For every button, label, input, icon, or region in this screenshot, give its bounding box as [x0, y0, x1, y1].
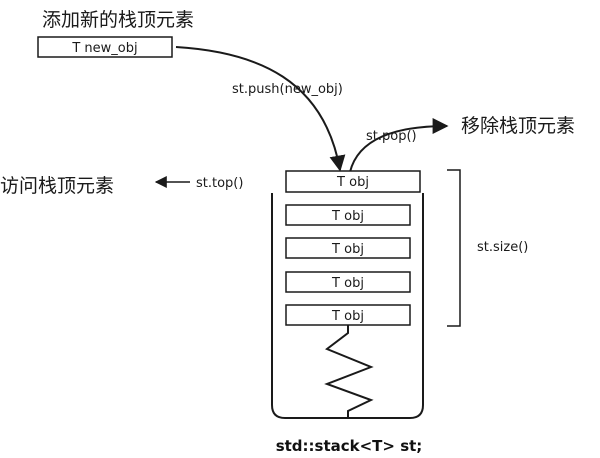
declaration-caption: std::stack<T> st; — [276, 437, 423, 455]
spring-zigzag — [324, 325, 374, 418]
stack-item-label: T obj — [331, 242, 364, 257]
stack-item-box — [285, 271, 411, 293]
top-label: st.top() — [196, 176, 243, 191]
stack-item: T obj — [285, 170, 421, 193]
remove-title: 移除栈顶元素 — [461, 115, 575, 137]
access-title: 访问栈顶元素 — [0, 175, 114, 197]
stack-item-label: T obj — [331, 209, 364, 224]
stack-item: T obj — [285, 304, 411, 326]
stack-item-label: T obj — [331, 276, 364, 291]
push-label: st.push(new_obj) — [232, 82, 343, 97]
stack-item: T obj — [285, 237, 411, 259]
new-obj-box — [37, 36, 173, 58]
stack-item-box — [285, 204, 411, 226]
stack-items: T obj T obj T obj T obj T obj — [285, 170, 421, 326]
stack-item-label: T obj — [331, 309, 364, 324]
stack-item-label: T obj — [336, 175, 369, 190]
pop-arrow — [349, 118, 449, 173]
stack-item-box — [285, 237, 411, 259]
size-label: st.size() — [477, 240, 528, 255]
new-obj-label: T new_obj — [71, 41, 137, 56]
push-arrow — [175, 46, 346, 172]
add-title: 添加新的栈顶元素 — [42, 9, 194, 31]
stack-item: T obj — [285, 204, 411, 226]
size-bracket — [447, 169, 461, 327]
stack-item: T obj — [285, 271, 411, 293]
stack-item-box — [285, 170, 421, 193]
pop-label: st.pop() — [366, 129, 417, 144]
